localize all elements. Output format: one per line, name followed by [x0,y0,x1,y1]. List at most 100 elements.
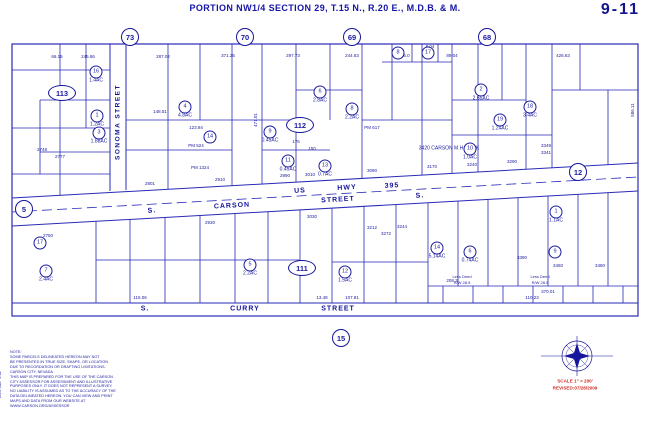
scale-label: SCALE 1" = 200' [557,378,593,384]
address-label: 2748 [36,146,48,152]
address-label: 3170 [426,163,438,169]
map-annotation-label: PM 617 [364,124,380,130]
dimension-label: 148.51 [153,108,167,114]
acreage-label: 1.4AC [89,77,103,84]
dimension-label: 89.04 [446,52,458,58]
map-annotation-label: Less Deed [452,274,472,279]
block-number-ellipse: 112 [286,117,314,133]
dimension-label: 8.04 [426,44,435,50]
acreage-label: 1.0AC [463,154,477,161]
west-parcel-lines [12,44,110,195]
block-number-ellipse: 113 [48,85,76,101]
sheet-number: 9-11 [600,1,640,18]
dimension-label: 244.63 [345,52,359,58]
acreage-label: 0.7AC [318,171,332,178]
map-disclaimer-line: DUE TO RECORDATION OR DRAFTING LIMITATIO… [10,364,106,369]
lot-number-circle: 12 [338,265,352,279]
map-border [11,43,639,317]
address-label: 2777 [54,153,66,159]
dimension-label: 370.01 [541,288,555,294]
lot-number-circle: 17 [421,46,435,60]
map-disclaimer-line: CARSON CITY, NEVADA [10,369,53,374]
dimension-label: 13.48 [316,294,328,300]
lot-number-circle: 10 [463,142,477,156]
address-label: 3460 [552,262,564,268]
sonoma-street-label: SONOMA STREET [114,84,122,160]
map-disclaimer-line: CITY ASSESSOR FOR ASSESSMENT AND ILLUSTR… [10,379,113,384]
lot-number-circle: 9 [263,125,277,139]
map-annotation-label: R/W 28.5 [531,280,549,285]
address-label: 3212 [366,224,378,230]
acreage-label: 0.45AC [261,137,279,144]
dimension-label: 426.63 [556,52,570,58]
us-hwy-395-label: US [293,187,307,195]
acreage-label: 3.4AC [523,112,537,119]
address-label: 2930 [204,219,216,225]
address-label: 2801 [144,180,156,186]
dimension-label: 115.06 [133,294,147,300]
lot-number-circle: 8 [391,46,405,60]
lot-number-circle: 9 [548,245,562,259]
south-parcel-lines [95,193,638,303]
acreage-label: 4.8AC [178,112,192,119]
address-label: 3390 [516,254,528,260]
acreage-label: 0.74AC [461,257,479,264]
address-label: 3010 [304,171,316,177]
address-label: 2750 [42,232,54,238]
block-number-circle: 70 [236,28,254,46]
compass-rose [541,336,613,376]
block-number-circle: 5 [15,200,33,218]
address-label: 2910 [214,176,226,182]
address-label: 3272 [380,230,392,236]
us-hwy-395-label: 395 [384,182,400,190]
dimension-label: 297.73 [286,52,300,58]
block-number-circle: 15 [332,329,350,347]
acreage-label: 1.88AC [90,138,108,145]
dimension-label: 208.3 [446,277,458,283]
map-annotation-label: 3420 CARSON M.H. PARK [418,145,480,152]
lot-number-circle: 14 [203,130,217,144]
acreage-label: 2.65AC [472,95,490,102]
lot-number-circle: 17 [33,236,47,250]
acreage-label: 2.8AC [313,97,327,104]
address-label: 3480 [594,262,606,268]
dimension-label: 371.25 [221,52,235,58]
address-label: 3030 [306,213,318,219]
lot-number-circle: 19 [493,113,507,127]
carson-street-label: S. [147,207,157,215]
lot-number-circle: 2 [474,83,488,97]
dimension-label: 107.81 [345,294,359,300]
lot-number-circle: 14 [430,241,444,255]
map-disclaimer-line: THIS MAP IS PREPARED FOR THE USE OF THE … [10,374,113,379]
acreage-label: 1.1AC [549,217,563,224]
block-number-circle: 73 [121,28,139,46]
address-label: 3349 [540,142,552,148]
map-disclaimer-line: SOME PARCELS DELINEATED HEREON MAY NOT [10,354,100,359]
address-label: 3341 [540,149,552,155]
lot-number-circle: 6 [313,85,327,99]
curry-street-label: STREET [321,305,355,313]
lot-number-circle: 8 [345,102,359,116]
lot-number-circle: 6 [463,245,477,259]
address-label: 3290 [506,158,518,164]
acreage-label: 0.45AC [279,166,297,173]
lot-number-circle: 13 [318,159,332,173]
map-disclaimer-line: DATA DELINEATED HEREON. YOU CAN VIEW AND… [10,394,113,399]
lot-number-circle: 7 [39,264,53,278]
dimension-label: 123.94 [189,124,203,130]
map-annotation-label: PM 1324 [190,164,210,170]
lot-number-circle: 1 [90,109,104,123]
acreage-label: 5.14AC [428,253,446,260]
block-number-circle: 12 [569,163,587,181]
block-number-circle: 68 [478,28,496,46]
dimension-label: 150 [308,145,316,151]
address-label: 2990 [279,172,291,178]
curry-street-label: CURRY [230,305,260,313]
lot-number-circle: 18 [523,100,537,114]
dimension-label: 176 [292,138,300,144]
lot-number-circle: 11 [281,154,295,168]
map-disclaimer-line: BE PRESENTED IN TRUE SIZE, SHAPE, OR LOC… [10,359,108,364]
acreage-label: 1.5AC [338,277,352,284]
acreage-label: 2.2AC [345,114,359,121]
